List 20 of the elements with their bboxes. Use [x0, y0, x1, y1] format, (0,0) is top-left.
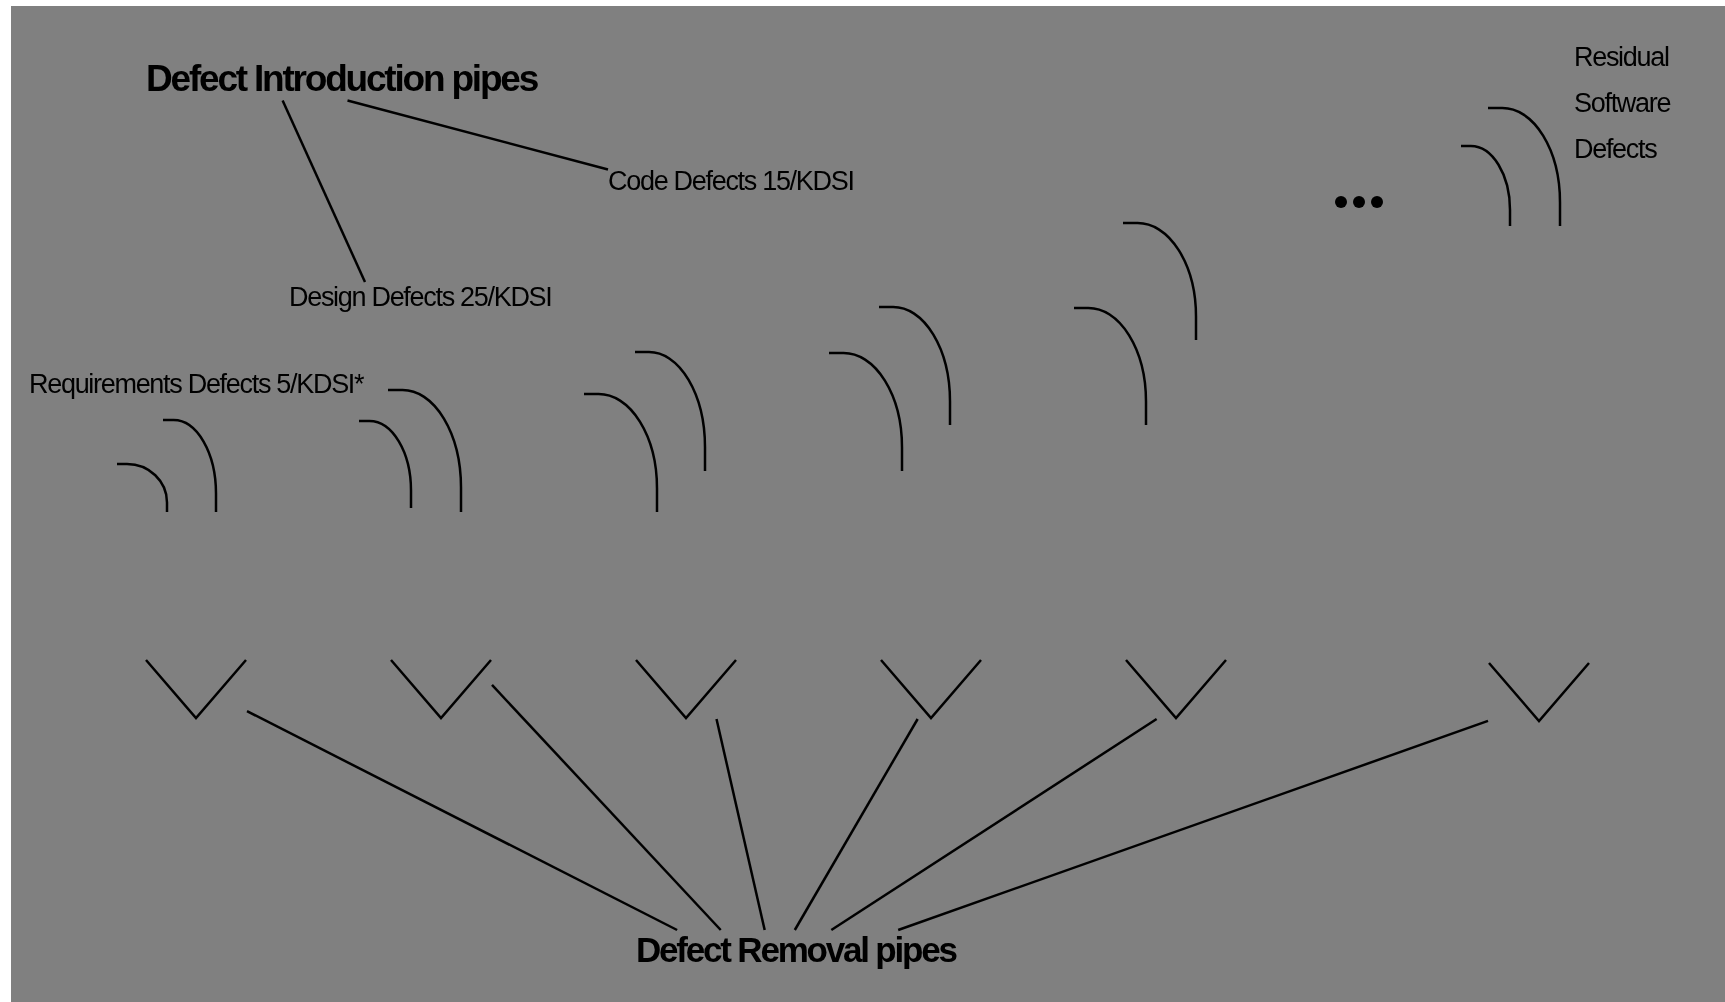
- leader-line: [715, 718, 766, 931]
- leader-line: [246, 710, 678, 932]
- funnel-drawing: [880, 659, 982, 719]
- leader-line: [830, 717, 1158, 932]
- funnel-drawing: [390, 659, 492, 719]
- annotation-text: Residual Software Defects: [1574, 41, 1672, 166]
- funnel-drawing: [1125, 659, 1227, 719]
- leader-line: [347, 99, 609, 171]
- leader-line: [897, 719, 1489, 932]
- annotation-text: Requirements Defects 5/KDSI*: [29, 368, 365, 400]
- annotation-text: Code Defects 15/KDSI: [608, 166, 854, 198]
- heading: Defect Introduction pipes: [146, 58, 538, 101]
- funnel-drawing: [635, 659, 737, 719]
- heading: Defect Removal pipes: [636, 930, 956, 971]
- annotation-text: Design Defects 25/KDSI: [289, 282, 552, 314]
- funnel-drawing: [1488, 662, 1590, 722]
- leader-line: [281, 100, 367, 283]
- leader-line: [793, 718, 919, 931]
- funnel-drawing: [145, 659, 247, 719]
- leader-line: [491, 684, 722, 931]
